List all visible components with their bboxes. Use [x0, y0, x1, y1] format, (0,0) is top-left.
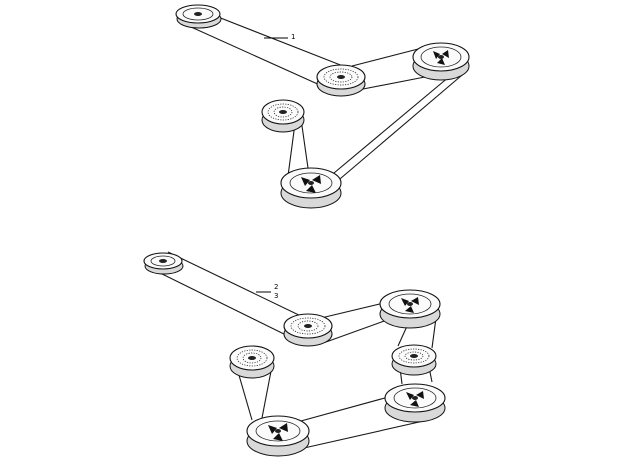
lower-belt	[153, 251, 437, 449]
upper-belt-drive: 1	[175, 4, 470, 209]
upper-crank-bottom-pulley	[280, 167, 342, 209]
upper-idler-left-pulley	[261, 99, 305, 133]
callout-3-label: 3	[274, 292, 278, 300]
lower-idler-small-pulley	[143, 252, 184, 275]
upper-tensioner-pulley	[316, 64, 366, 97]
lower-idler-mid-pulley	[391, 344, 437, 376]
callout-1: 1	[264, 33, 295, 41]
callout-2-3: 2 3	[256, 283, 278, 300]
callout-2-label: 2	[274, 283, 278, 291]
upper-drive-right-pulley	[412, 42, 470, 81]
upper-idler-small-pulley	[175, 4, 222, 29]
lower-idler-left-pulley	[229, 345, 275, 379]
callout-1-label: 1	[291, 33, 295, 41]
lower-drive-lower-right-pulley	[384, 383, 446, 423]
lower-tensioner-pulley	[283, 313, 333, 347]
lower-drive-right-pulley	[379, 289, 441, 329]
upper-belt	[179, 5, 469, 185]
lower-belt-drive: 2 3	[143, 251, 446, 457]
lower-crank-bottom-pulley	[246, 415, 310, 457]
